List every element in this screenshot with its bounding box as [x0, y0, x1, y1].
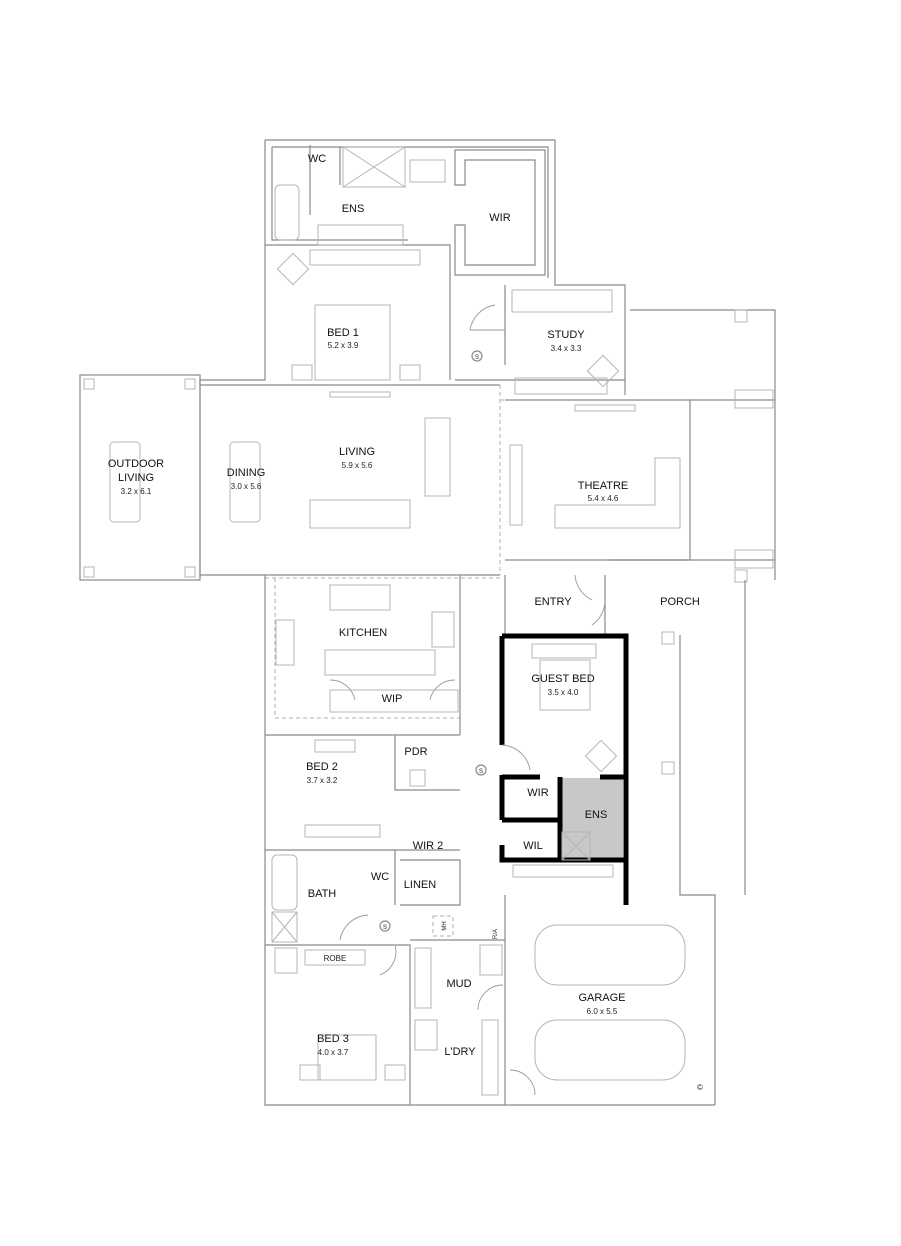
- guest-ensuite-highlight: [560, 778, 623, 860]
- label-bed2: BED 2: [306, 761, 338, 773]
- label-wc-master: WC: [308, 153, 326, 165]
- label-dining: DINING: [227, 467, 266, 479]
- label-ens-guest: ENS: [585, 809, 608, 821]
- size-study: 3.4 x 3.3: [551, 344, 582, 353]
- smoke-detector-icon: S: [383, 925, 387, 931]
- size-bed2: 3.7 x 3.2: [307, 776, 338, 785]
- size-theatre: 5.4 x 4.6: [588, 494, 619, 503]
- label-ens-master: ENS: [342, 203, 365, 215]
- label-outdoor-1: OUTDOOR: [108, 458, 164, 470]
- label-garage: GARAGE: [578, 992, 625, 1004]
- label-pdr: PDR: [404, 746, 427, 758]
- kitchen-walls: [264, 574, 715, 1106]
- label-laundry: L'DRY: [444, 1046, 476, 1058]
- master-wing-walls: [200, 139, 626, 395]
- label-porch: PORCH: [660, 596, 700, 608]
- size-bed3: 4.0 x 3.7: [318, 1048, 349, 1057]
- label-guest-bed: GUEST BED: [531, 673, 594, 685]
- label-wir-master: WIR: [489, 212, 510, 224]
- copyright-mark: ©: [697, 1083, 703, 1092]
- label-wip: WIP: [382, 693, 403, 705]
- bedroom-wing-walls: [265, 734, 536, 1105]
- smoke-detector-icon: S: [479, 769, 483, 775]
- label-robe: ROBE: [324, 954, 347, 963]
- label-linen: LINEN: [404, 879, 436, 891]
- label-bath: BATH: [308, 888, 337, 900]
- size-living: 5.9 x 5.6: [342, 461, 373, 470]
- size-garage: 6.0 x 5.5: [587, 1007, 618, 1016]
- size-guest-bed: 3.5 x 4.0: [548, 688, 579, 697]
- label-outdoor-2: LIVING: [118, 472, 154, 484]
- label-bed3: BED 3: [317, 1033, 349, 1045]
- label-theatre: THEATRE: [578, 480, 629, 492]
- guest-suite-walls: [499, 633, 629, 905]
- label-wir-guest: WIR: [527, 787, 548, 799]
- label-wc: WC: [371, 871, 389, 883]
- label-mud: MUD: [446, 978, 471, 990]
- living-wing-walls: [79, 309, 776, 1105]
- label-living: LIVING: [339, 446, 375, 458]
- label-kitchen: KITCHEN: [339, 627, 387, 639]
- size-dining: 3.0 x 5.6: [231, 482, 262, 491]
- size-outdoor: 3.2 x 6.1: [121, 487, 152, 496]
- smoke-detector-icon: S: [475, 355, 479, 361]
- room-labels: WC ENS WIR BED 1 5.2 x 3.9 STUDY 3.4 x 3…: [108, 153, 700, 1058]
- return-air-label: R/A: [493, 929, 499, 939]
- label-study: STUDY: [547, 329, 585, 341]
- size-bed1: 5.2 x 3.9: [328, 341, 359, 350]
- symbols: S S S MH R/A ©: [379, 350, 703, 1092]
- garage-cars: [534, 924, 686, 1081]
- manhole-label: MH: [442, 921, 448, 930]
- label-entry: ENTRY: [534, 596, 572, 608]
- label-wir2: WIR 2: [413, 840, 444, 852]
- label-bed1: BED 1: [327, 327, 359, 339]
- label-wil: WIL: [523, 840, 543, 852]
